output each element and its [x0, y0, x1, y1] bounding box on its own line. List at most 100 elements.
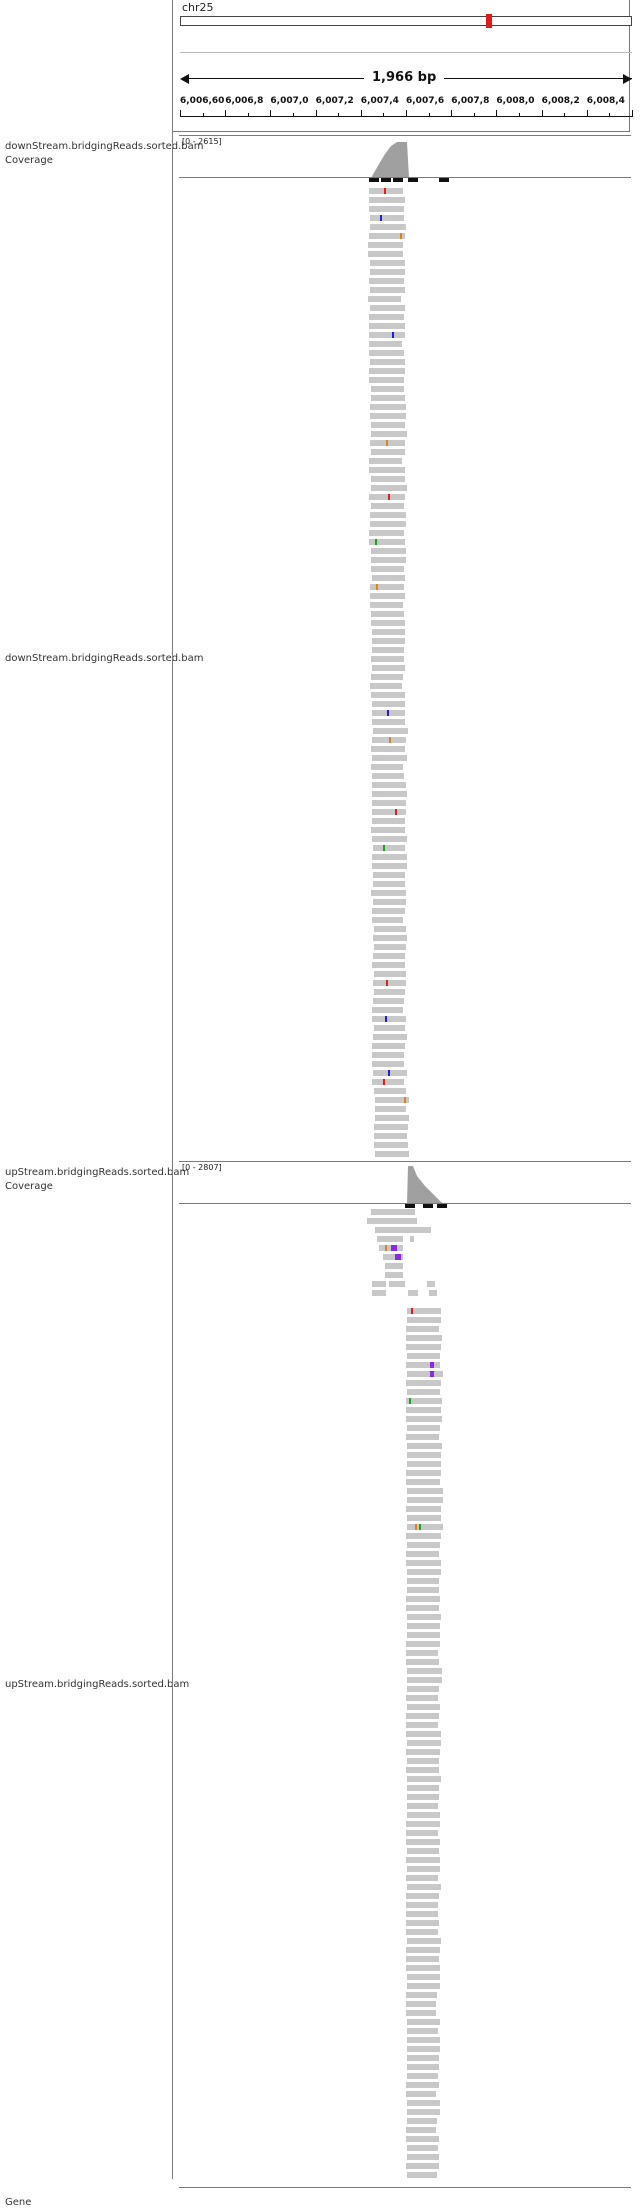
- read-alignment[interactable]: [407, 2145, 438, 2151]
- read-alignment[interactable]: [368, 296, 401, 302]
- read-alignment[interactable]: [406, 1722, 438, 1728]
- read-alignment[interactable]: [372, 719, 405, 725]
- read-alignment[interactable]: [407, 1740, 441, 1746]
- read-alignment[interactable]: [372, 818, 405, 824]
- read-alignment[interactable]: [406, 1857, 440, 1863]
- read-alignment[interactable]: [372, 1290, 386, 1296]
- read-alignment[interactable]: [406, 1398, 442, 1404]
- read-alignment[interactable]: [406, 1830, 438, 1836]
- read-alignment[interactable]: [406, 1992, 437, 1998]
- read-alignment[interactable]: [371, 611, 404, 617]
- read-alignment[interactable]: [370, 287, 405, 293]
- read-alignment[interactable]: [406, 1641, 440, 1647]
- read-alignment[interactable]: [371, 1209, 415, 1215]
- read-alignment[interactable]: [407, 1794, 439, 1800]
- read-alignment[interactable]: [406, 1911, 438, 1917]
- read-alignment[interactable]: [369, 368, 405, 374]
- read-alignment[interactable]: [375, 1106, 406, 1112]
- read-alignment[interactable]: [372, 1061, 404, 1067]
- read-alignment[interactable]: [375, 1115, 409, 1121]
- read-alignment[interactable]: [407, 2073, 438, 2079]
- read-alignment[interactable]: [369, 197, 405, 203]
- read-alignment[interactable]: [372, 638, 405, 644]
- read-alignment[interactable]: [406, 1551, 439, 1557]
- read-alignment[interactable]: [373, 998, 404, 1004]
- read-alignment[interactable]: [407, 1515, 441, 1521]
- read-alignment[interactable]: [372, 809, 406, 815]
- read-alignment[interactable]: [372, 629, 405, 635]
- read-alignment[interactable]: [372, 962, 405, 968]
- read-alignment[interactable]: [372, 575, 405, 581]
- read-alignment[interactable]: [407, 1884, 441, 1890]
- read-alignment[interactable]: [372, 773, 404, 779]
- downstream-alignment-track[interactable]: [179, 178, 631, 1160]
- read-alignment[interactable]: [371, 557, 406, 563]
- track-name-downstream-coverage[interactable]: downStream.bridgingReads.sorted.bam Cove…: [5, 141, 204, 166]
- read-alignment[interactable]: [369, 458, 402, 464]
- read-alignment[interactable]: [369, 341, 402, 347]
- read-alignment[interactable]: [369, 206, 404, 212]
- read-alignment[interactable]: [407, 1389, 440, 1395]
- read-alignment[interactable]: [371, 746, 405, 752]
- read-alignment[interactable]: [406, 1713, 439, 1719]
- read-alignment[interactable]: [406, 1947, 440, 1953]
- read-alignment[interactable]: [370, 269, 405, 275]
- read-alignment[interactable]: [371, 548, 406, 554]
- read-alignment[interactable]: [406, 1470, 441, 1476]
- read-alignment[interactable]: [373, 1034, 407, 1040]
- read-alignment[interactable]: [407, 2019, 440, 2025]
- read-alignment[interactable]: [372, 647, 404, 653]
- read-alignment[interactable]: [407, 1686, 439, 1692]
- read-alignment[interactable]: [406, 2010, 436, 2016]
- track-name-upstream-reads[interactable]: upStream.bridgingReads.sorted.bam: [5, 1679, 190, 1690]
- read-alignment[interactable]: [407, 1614, 441, 1620]
- read-alignment[interactable]: [407, 1677, 442, 1683]
- read-alignment[interactable]: [406, 1659, 439, 1665]
- read-alignment[interactable]: [368, 251, 403, 257]
- read-alignment[interactable]: [367, 1218, 417, 1224]
- read-alignment[interactable]: [371, 566, 404, 572]
- read-alignment[interactable]: [407, 1443, 442, 1449]
- read-alignment[interactable]: [371, 503, 404, 509]
- read-alignment[interactable]: [407, 1668, 442, 1674]
- read-alignment[interactable]: [407, 1758, 439, 1764]
- read-alignment[interactable]: [368, 242, 403, 248]
- read-alignment[interactable]: [407, 1371, 443, 1377]
- read-alignment[interactable]: [373, 980, 406, 986]
- read-alignment[interactable]: [406, 2091, 436, 2097]
- read-alignment[interactable]: [406, 2127, 436, 2133]
- read-alignment[interactable]: [372, 1043, 405, 1049]
- read-alignment[interactable]: [406, 1956, 439, 1962]
- current-region-marker[interactable]: [486, 14, 492, 28]
- read-alignment[interactable]: [407, 2118, 437, 2124]
- read-alignment[interactable]: [406, 1344, 441, 1350]
- read-alignment[interactable]: [406, 1821, 440, 1827]
- read-alignment[interactable]: [372, 1281, 386, 1287]
- read-alignment[interactable]: [372, 755, 407, 761]
- downstream-coverage-histogram[interactable]: [179, 136, 631, 178]
- read-alignment[interactable]: [406, 1326, 439, 1332]
- read-alignment[interactable]: [375, 1227, 431, 1233]
- read-alignment[interactable]: [407, 1983, 440, 1989]
- read-alignment[interactable]: [407, 1785, 439, 1791]
- read-alignment[interactable]: [407, 1569, 441, 1575]
- read-alignment[interactable]: [370, 584, 404, 590]
- read-alignment[interactable]: [371, 656, 404, 662]
- read-alignment[interactable]: [377, 1236, 403, 1242]
- chromosome-ideogram[interactable]: [180, 16, 632, 26]
- read-alignment[interactable]: [370, 224, 406, 230]
- upstream-alignment-track[interactable]: [179, 1204, 631, 2187]
- track-name-downstream-reads[interactable]: downStream.bridgingReads.sorted.bam: [5, 653, 204, 664]
- read-alignment[interactable]: [406, 2136, 439, 2142]
- read-alignment[interactable]: [406, 1335, 442, 1341]
- read-alignment[interactable]: [407, 1776, 441, 1782]
- read-alignment[interactable]: [407, 1524, 443, 1530]
- read-alignment[interactable]: [369, 188, 403, 194]
- read-alignment[interactable]: [369, 530, 404, 536]
- read-alignment[interactable]: [407, 1812, 440, 1818]
- read-alignment[interactable]: [407, 1803, 438, 1809]
- read-alignment[interactable]: [407, 1542, 440, 1548]
- read-alignment[interactable]: [385, 1272, 403, 1278]
- read-alignment[interactable]: [371, 485, 407, 491]
- read-alignment[interactable]: [410, 1236, 414, 1242]
